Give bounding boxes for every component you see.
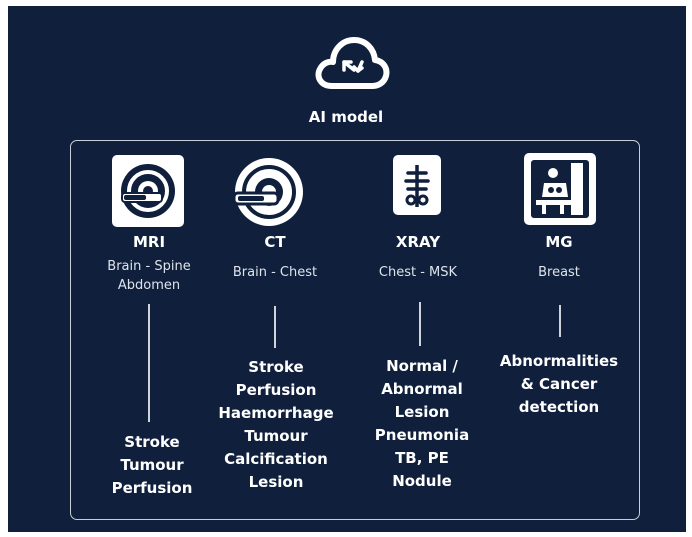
finding-item: Normal /: [386, 357, 458, 375]
finding-item: Perfusion: [111, 479, 193, 497]
finding-item: Lesion: [248, 473, 304, 491]
modality-name-xray: XRAY: [395, 233, 441, 251]
xray-chest-icon: [393, 155, 441, 215]
connector-line-mg: [559, 305, 561, 337]
connector-line-xray: [419, 302, 421, 346]
finding-item: & Cancer: [520, 375, 598, 393]
finding-item: Haemorrhage: [218, 404, 334, 422]
finding-item: Perfusion: [235, 381, 317, 399]
mammography-icon: [524, 153, 596, 225]
finding-item: Stroke: [124, 433, 180, 451]
findings-mg: Abnormalities & Cancer detection: [474, 350, 644, 419]
modality-name-ct: CT: [264, 233, 286, 251]
connector-line-mri: [148, 304, 150, 422]
finding-item: Abnormalities: [499, 352, 619, 370]
finding-item: Tumour: [244, 427, 308, 445]
modality-regions-ct: Brain - Chest: [232, 265, 318, 280]
modality-regions-mg: Breast: [538, 265, 580, 280]
connector-line-ct: [274, 306, 276, 348]
finding-item: Stroke: [248, 358, 304, 376]
finding-item: Tumour: [120, 456, 184, 474]
modalities-frame: [70, 140, 640, 520]
finding-item: TB, PE: [395, 449, 449, 467]
finding-item: Nodule: [392, 472, 452, 490]
model-title: AI model: [308, 108, 384, 126]
findings-xray: Normal / Abnormal Lesion Pneumonia TB, P…: [337, 355, 507, 493]
diagram-panel: [8, 6, 686, 532]
findings-ct: Stroke Perfusion Haemorrhage Tumour Calc…: [191, 356, 361, 494]
modality-name-mg: MG: [545, 233, 573, 251]
mri-scanner-icon: [112, 155, 184, 227]
ct-scanner-icon: [232, 155, 306, 229]
finding-item: Abnormal: [381, 380, 463, 398]
cloud-sync-icon: [314, 34, 390, 96]
finding-item: Calcification: [224, 450, 328, 468]
modality-regions-mri: Brain - Spine Abdomen: [107, 259, 191, 293]
finding-item: Pneumonia: [374, 426, 470, 444]
finding-item: Lesion: [394, 403, 450, 421]
modality-name-mri: MRI: [132, 233, 166, 251]
finding-item: detection: [518, 398, 600, 416]
findings-mri: Stroke Tumour Perfusion: [67, 431, 237, 500]
modality-regions-xray: Chest - MSK: [378, 265, 458, 280]
